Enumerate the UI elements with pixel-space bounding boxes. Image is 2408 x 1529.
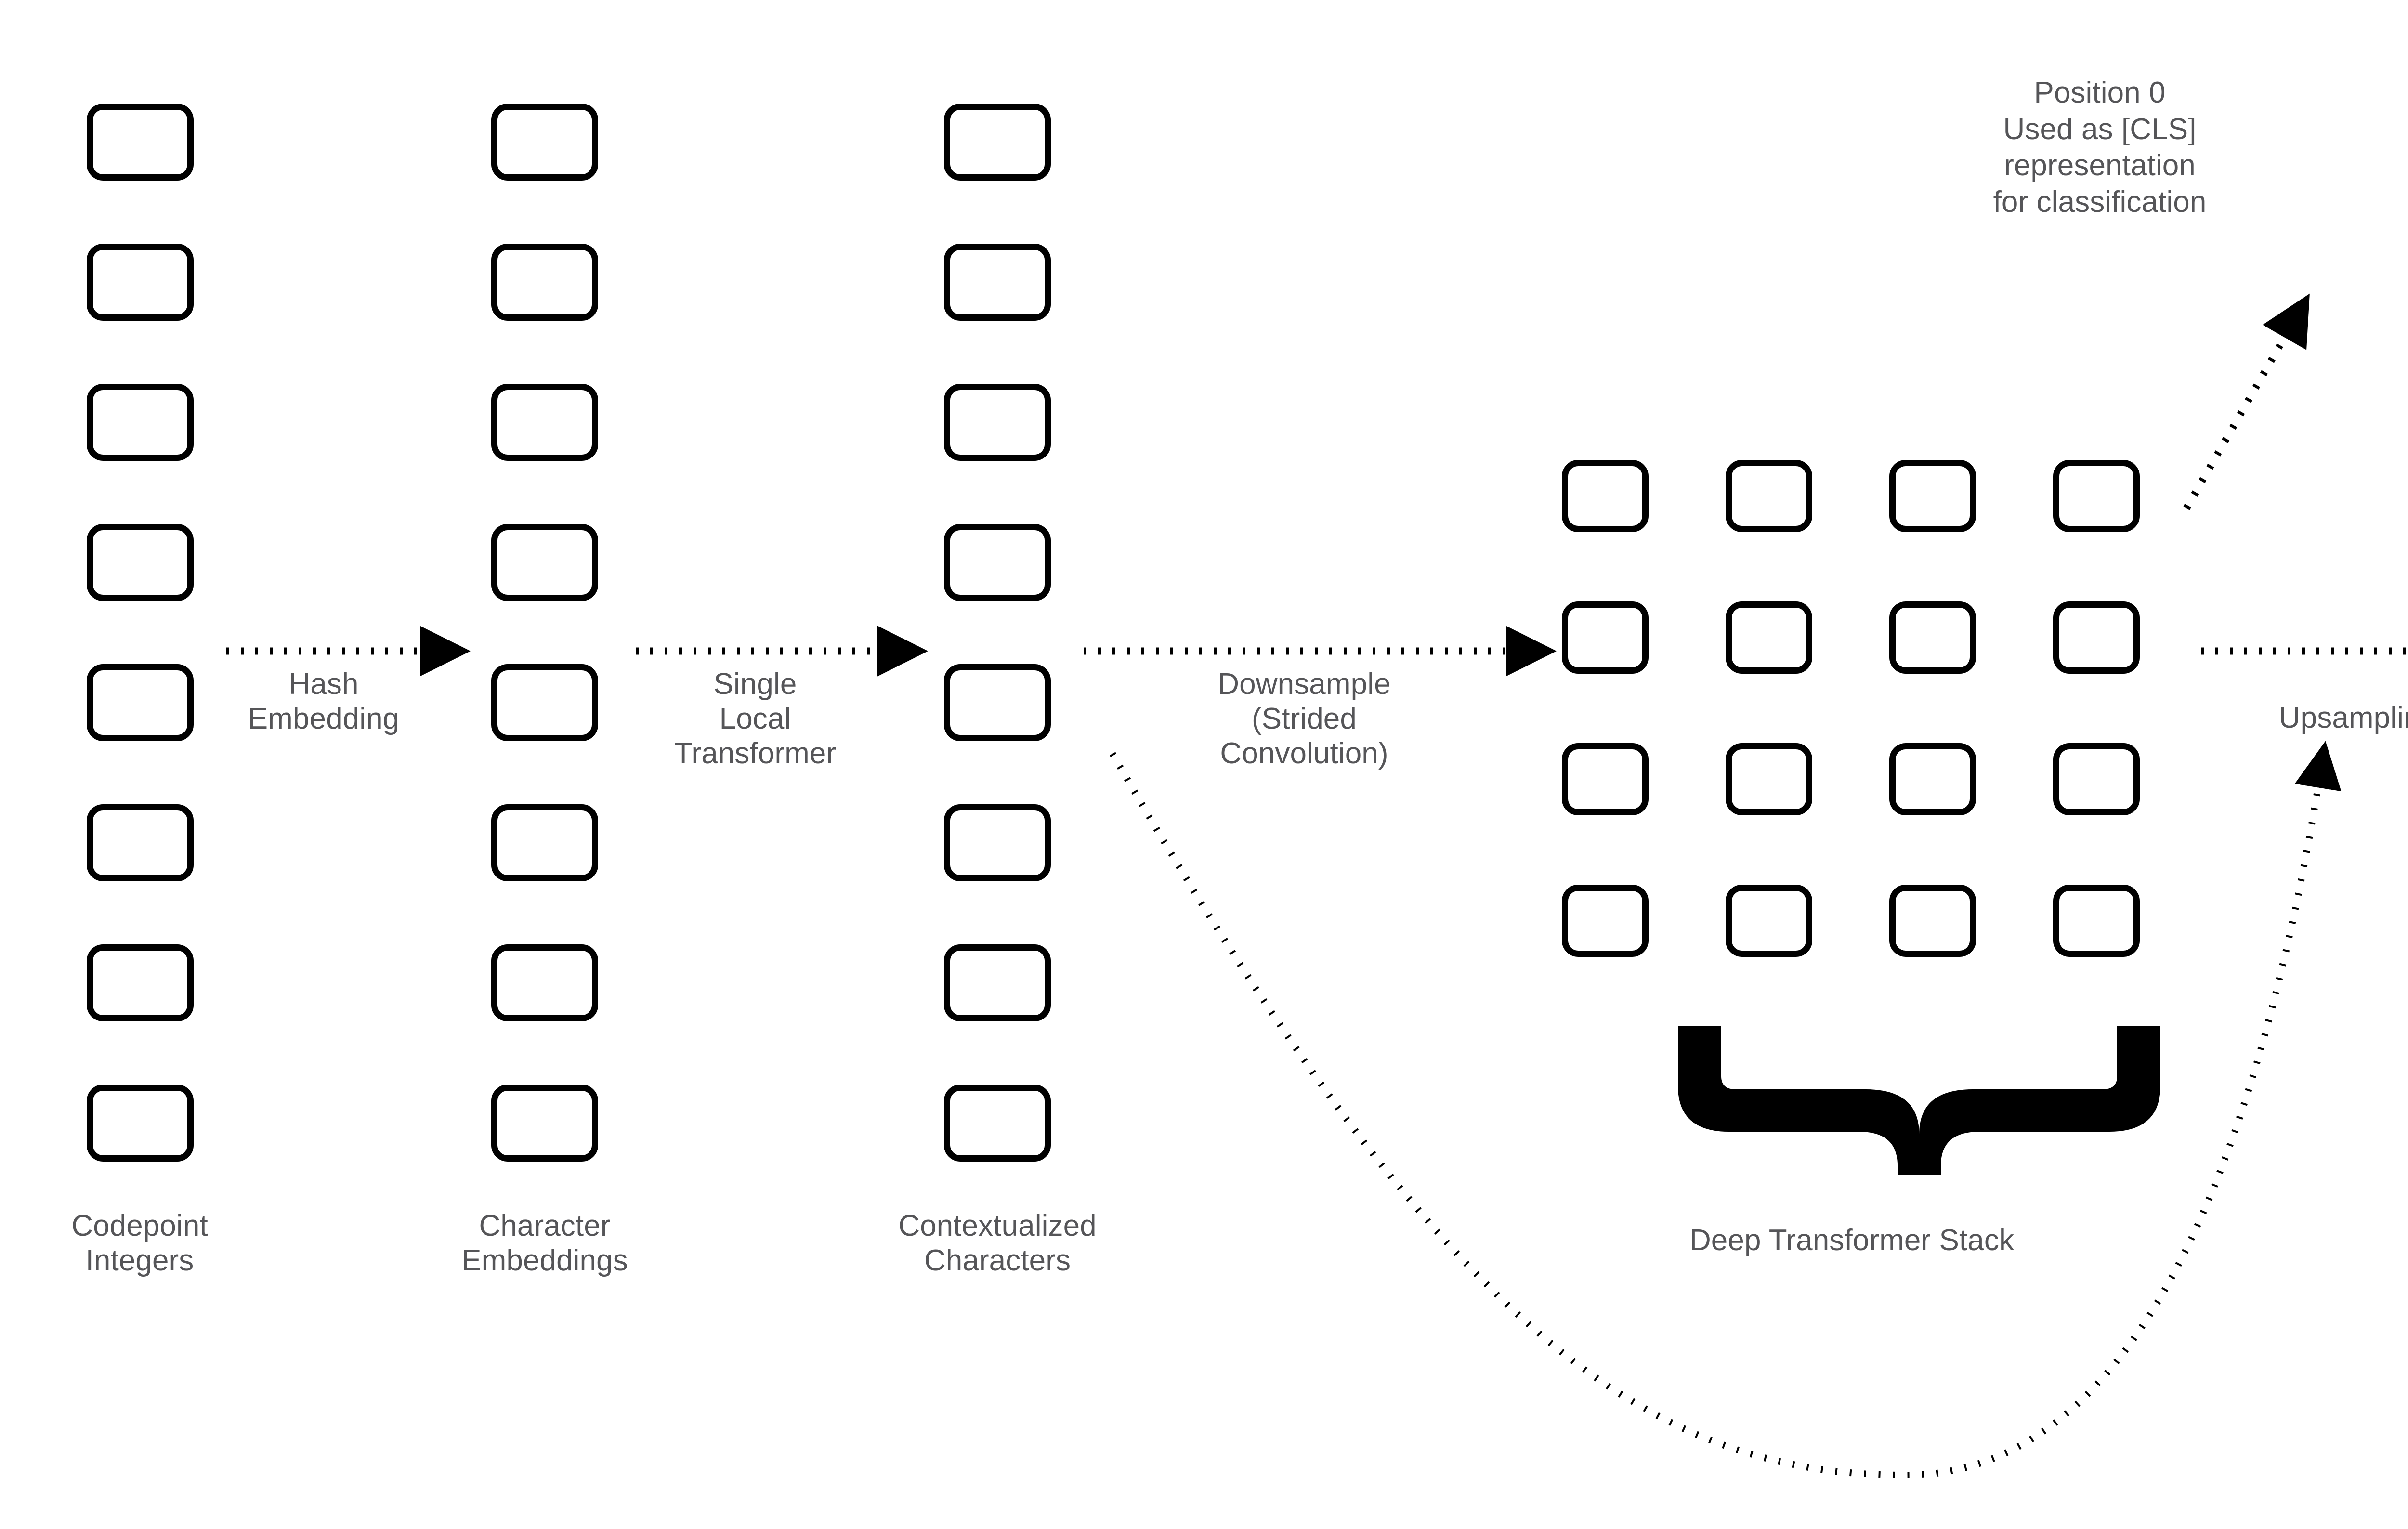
label-hash-embedding: Hash Embedding xyxy=(248,667,400,735)
label-downsample: Downsample (Strided Convolution) xyxy=(1217,667,1391,770)
stack-cell-r0c3[interactable] xyxy=(2053,460,2140,532)
cell-charemb-7[interactable] xyxy=(491,1085,598,1162)
cell-codepoint-4[interactable] xyxy=(87,664,194,741)
cell-charemb-5[interactable] xyxy=(491,804,598,881)
arrow-cls-callout xyxy=(2183,293,2310,510)
stack-cell-r1c1[interactable] xyxy=(1726,601,1812,674)
cell-ctxchar-7[interactable] xyxy=(944,1085,1051,1162)
label-upsampling: Upsampling xyxy=(2278,701,2408,734)
cell-ctxchar-1[interactable] xyxy=(944,244,1051,321)
stack-cell-r3c1[interactable] xyxy=(1726,885,1812,957)
cell-ctxchar-3[interactable] xyxy=(944,524,1051,601)
deep-transformer-brace xyxy=(1678,1026,2160,1175)
stack-cell-r3c2[interactable] xyxy=(1889,885,1976,957)
stack-cell-r3c0[interactable] xyxy=(1562,885,1649,957)
stack-cell-r0c2[interactable] xyxy=(1889,460,1976,532)
cell-charemb-4[interactable] xyxy=(491,664,598,741)
stack-cell-r2c2[interactable] xyxy=(1889,743,1976,815)
cell-charemb-2[interactable] xyxy=(491,384,598,461)
cell-ctxchar-6[interactable] xyxy=(944,944,1051,1021)
caption-contextualized-characters: Contextualized Characters xyxy=(898,1209,1097,1277)
cell-ctxchar-2[interactable] xyxy=(944,384,1051,461)
cell-codepoint-1[interactable] xyxy=(87,244,194,321)
stack-cell-r0c0[interactable] xyxy=(1562,460,1649,532)
annotation-cls-note: Position 0 Used as [CLS] representation … xyxy=(1993,76,2207,219)
stack-cell-r1c0[interactable] xyxy=(1562,601,1649,674)
caption-codepoint-integers: Codepoint Integers xyxy=(71,1209,208,1277)
stack-cell-r0c1[interactable] xyxy=(1726,460,1812,532)
cell-codepoint-5[interactable] xyxy=(87,804,194,881)
cell-ctxchar-0[interactable] xyxy=(944,104,1051,181)
cell-codepoint-7[interactable] xyxy=(87,1085,194,1162)
cell-charemb-0[interactable] xyxy=(491,104,598,181)
cell-charemb-6[interactable] xyxy=(491,944,598,1021)
stack-cell-r2c1[interactable] xyxy=(1726,743,1812,815)
cell-codepoint-2[interactable] xyxy=(87,384,194,461)
cell-ctxchar-5[interactable] xyxy=(944,804,1051,881)
cell-charemb-1[interactable] xyxy=(491,244,598,321)
stack-cell-r3c3[interactable] xyxy=(2053,885,2140,957)
stack-cell-r2c0[interactable] xyxy=(1562,743,1649,815)
cell-codepoint-3[interactable] xyxy=(87,524,194,601)
residual-skip-curve xyxy=(1109,741,2342,1479)
label-single-local-transformer: Single Local Transformer xyxy=(674,667,837,770)
stack-cell-r1c3[interactable] xyxy=(2053,601,2140,674)
caption-character-embeddings: Character Embeddings xyxy=(461,1209,628,1277)
cell-charemb-3[interactable] xyxy=(491,524,598,601)
stack-cell-r1c2[interactable] xyxy=(1889,601,1976,674)
cell-codepoint-0[interactable] xyxy=(87,104,194,181)
cell-ctxchar-4[interactable] xyxy=(944,664,1051,741)
stack-cell-r2c3[interactable] xyxy=(2053,743,2140,815)
cell-codepoint-6[interactable] xyxy=(87,944,194,1021)
caption-deep-transformer-stack: Deep Transformer Stack xyxy=(1689,1224,2015,1257)
